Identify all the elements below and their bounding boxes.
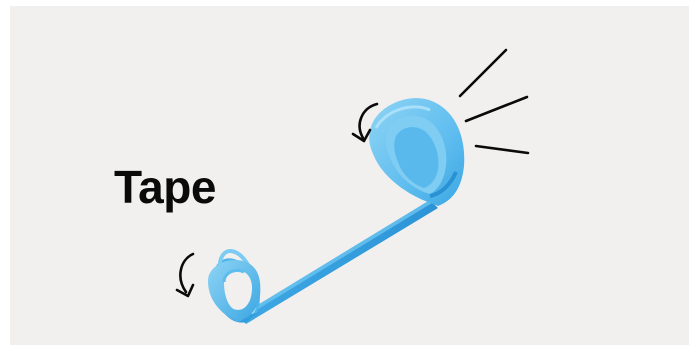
tape-illustration	[10, 6, 689, 345]
curved-arrow-icon	[177, 254, 193, 296]
illustration-panel: Tape	[10, 6, 689, 345]
tape-strip	[238, 200, 438, 324]
large-tape-band	[369, 98, 464, 206]
motion-lines-icon	[460, 50, 528, 153]
tape-label: Tape	[114, 164, 216, 210]
